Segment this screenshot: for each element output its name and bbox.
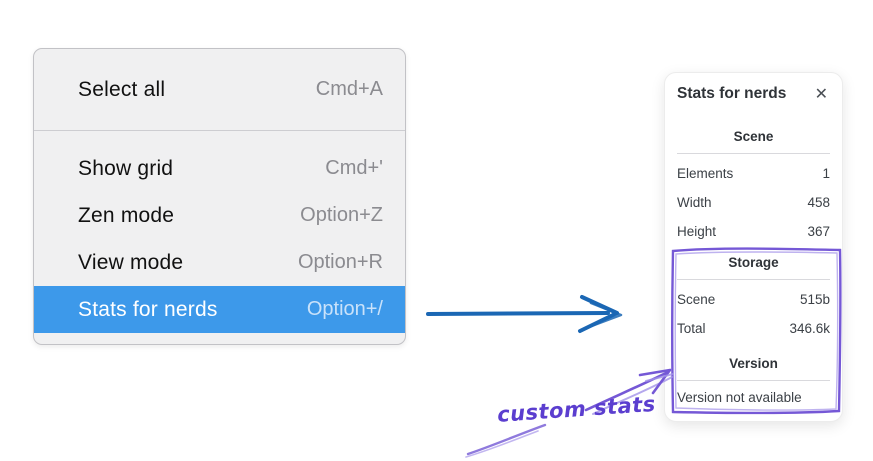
stats-panel-header: Stats for nerds ✕ [677, 83, 830, 103]
menu-item-stats-for-nerds[interactable]: Stats for nerds Option+/ [34, 286, 405, 333]
menu-item-label: Zen mode [78, 203, 175, 227]
stat-row-height: Height 367 [677, 217, 830, 246]
menu-item-label: Show grid [78, 156, 174, 180]
menu-divider [34, 130, 405, 131]
stat-row-scene-size: Scene 515b [677, 285, 830, 314]
stat-row-elements: Elements 1 [677, 159, 830, 188]
menu-item-label: Stats for nerds [78, 297, 218, 321]
menu-item-shortcut: Cmd+' [325, 157, 383, 179]
menu-item-label: Select all [78, 77, 166, 101]
section-heading-scene: Scene [733, 129, 774, 144]
section-rule [677, 153, 830, 154]
stat-label: Height [677, 224, 717, 239]
menu-item-label: View mode [78, 250, 184, 274]
custom-stats-annotation-label: custom stats [496, 391, 657, 427]
stat-row-width: Width 458 [677, 188, 830, 217]
menu-item-show-grid[interactable]: Show grid Cmd+' [34, 145, 405, 192]
menu-item-shortcut: Cmd+A [315, 78, 383, 100]
section-heading-storage: Storage [728, 255, 779, 270]
custom-stats-underline [465, 423, 547, 458]
stat-label: Elements [677, 166, 734, 181]
close-icon[interactable]: ✕ [814, 84, 828, 103]
stats-panel-title: Stats for nerds [677, 85, 787, 102]
stat-row-total-size: Total 346.6k [677, 314, 830, 343]
custom-stats-arrow [584, 368, 674, 415]
menu-item-view-mode[interactable]: View mode Option+R [34, 239, 405, 286]
version-note: Version not available [677, 390, 802, 405]
menu-item-shortcut: Option+/ [306, 298, 383, 320]
context-menu: Select all Cmd+A Show grid Cmd+' Zen mod… [33, 48, 406, 345]
menu-item-shortcut: Option+R [297, 251, 383, 273]
section-heading-version: Version [729, 356, 778, 371]
section-rule [677, 279, 830, 280]
stats-panel: Stats for nerds ✕ Scene Elements 1 Width… [664, 72, 843, 422]
menu-item-select-all[interactable]: Select all Cmd+A [34, 62, 405, 117]
stat-value: 367 [807, 224, 830, 239]
menu-item-shortcut: Option+Z [300, 204, 383, 226]
stat-label: Total [677, 321, 706, 336]
stat-value: 1 [822, 166, 830, 181]
stat-value: 458 [807, 195, 830, 210]
blue-arrow [426, 295, 623, 333]
stat-value: 346.6k [789, 321, 830, 336]
menu-item-zen-mode[interactable]: Zen mode Option+Z [34, 192, 405, 239]
stat-value: 515b [799, 292, 830, 307]
stat-label: Width [677, 195, 712, 210]
stat-label: Scene [677, 292, 716, 307]
section-rule [677, 380, 830, 381]
